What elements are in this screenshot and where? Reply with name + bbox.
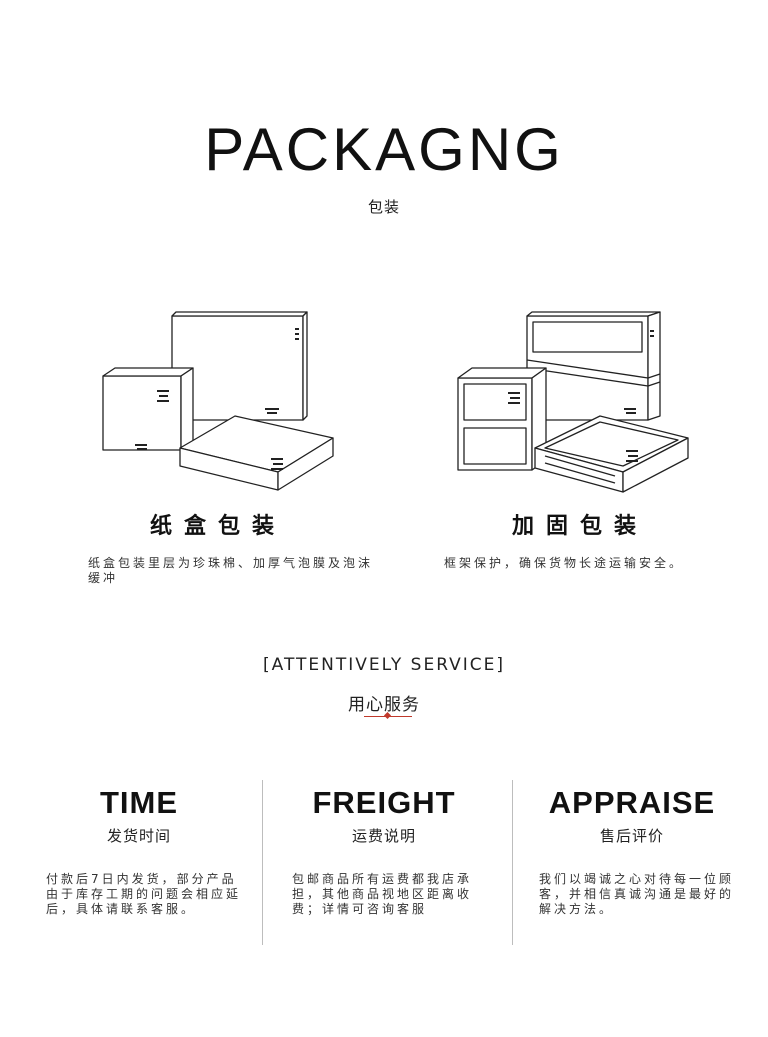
service-title-zh: 用心服务: [348, 695, 420, 715]
time-title: TIME: [99, 785, 179, 820]
service-title-en: [ATTENTIVELY SERVICE]: [263, 655, 505, 675]
freight-subtitle: 运费说明: [351, 827, 416, 845]
freight-title: FREIGHT: [312, 785, 456, 820]
time-subtitle: 发货时间: [106, 827, 171, 845]
carton-packaging-desc: 纸盒包装里层为珍珠棉、加厚气泡膜及泡沫缓冲: [88, 556, 374, 585]
column-divider: [512, 780, 513, 945]
appraise-desc: 我们以竭诚之心对待每一位顾客，并相信真诚沟通是最好的解决方法。: [539, 872, 735, 916]
page-title: PACKAGNG: [204, 116, 564, 183]
wooden-crate-illustration: [450, 300, 750, 510]
appraise-column: APPRAISE 售后评价 我们以竭诚之心对待每一位顾客，并相信真诚沟通是最好的…: [507, 785, 757, 917]
appraise-title: APPRAISE: [548, 785, 716, 820]
appraise-subtitle: 售后评价: [599, 827, 664, 845]
page-subtitle: 包装: [367, 198, 400, 216]
carton-boxes-illustration: [95, 300, 395, 510]
time-column: TIME 发货时间 付款后7日内发货，部分产品由于库存工期的问题会相应延后，具体…: [14, 785, 264, 917]
freight-column: FREIGHT 运费说明 包邮商品所有运费都我店承担，其他商品视地区距离收费；详…: [259, 785, 509, 917]
carton-packaging-title: 纸盒包装: [149, 514, 286, 539]
time-desc: 付款后7日内发货，部分产品由于库存工期的问题会相应延后，具体请联系客服。: [46, 872, 242, 916]
freight-desc: 包邮商品所有运费都我店承担，其他商品视地区距离收费；详情可咨询客服: [292, 872, 473, 916]
reinforced-packaging-desc: 框架保护，确保货物长途运输安全。: [444, 556, 685, 570]
reinforced-packaging-title: 加固包装: [511, 514, 648, 539]
column-divider: [262, 780, 263, 945]
